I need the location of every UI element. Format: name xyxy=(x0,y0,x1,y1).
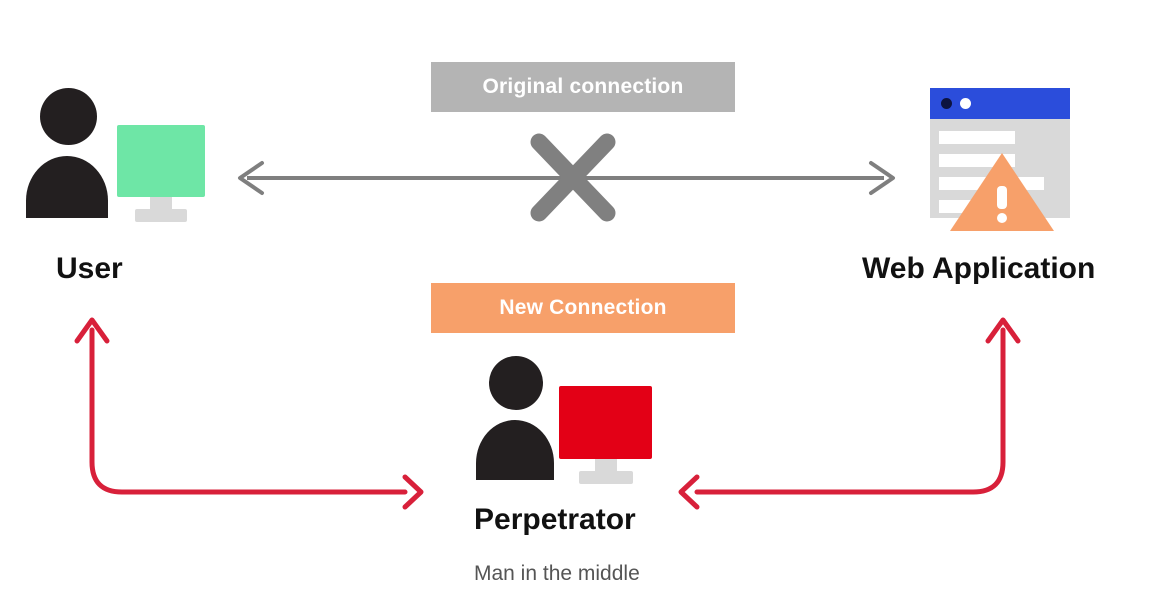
webapp-to-perpetrator-elbow-arrow xyxy=(678,317,1021,510)
user-monitor-icon xyxy=(117,125,205,222)
warning-exclamation-dot xyxy=(997,213,1007,223)
user-body-shape xyxy=(26,156,108,218)
perpetrator-monitor-icon xyxy=(559,386,652,484)
original-arrow-right-head xyxy=(869,161,895,195)
browser-dot-dark-icon xyxy=(941,98,952,109)
perpetrator-monitor-neck xyxy=(595,459,617,473)
perpetrator-head-shape xyxy=(489,356,543,410)
warning-triangle-icon xyxy=(950,153,1054,231)
warning-exclamation-stem xyxy=(997,186,1007,209)
perpetrator-sublabel: Man in the middle xyxy=(474,562,640,585)
user-monitor-neck xyxy=(150,197,172,211)
user-monitor-screen xyxy=(117,125,205,197)
browser-content-line xyxy=(939,131,1015,144)
user-to-perpetrator-elbow-arrow xyxy=(74,317,424,510)
new-connection-banner: New Connection xyxy=(431,283,735,333)
perpetrator-label: Perpetrator xyxy=(474,503,636,536)
left-elbow-up-arrowhead xyxy=(74,317,110,344)
user-person-icon xyxy=(26,88,108,218)
browser-dot-light-icon xyxy=(960,98,971,109)
perpetrator-person-icon xyxy=(476,356,554,480)
web-application-label: Web Application xyxy=(862,252,1096,285)
original-arrow-left-head xyxy=(238,161,264,195)
x-cross-icon xyxy=(530,133,616,222)
user-monitor-base xyxy=(135,209,187,222)
browser-title-bar xyxy=(930,88,1070,119)
user-label: User xyxy=(56,252,123,285)
original-connection-label: Original connection xyxy=(482,75,684,98)
perpetrator-monitor-screen xyxy=(559,386,652,459)
perpetrator-monitor-base xyxy=(579,471,633,484)
right-elbow-up-arrowhead xyxy=(985,317,1021,344)
user-head-shape xyxy=(40,88,97,145)
original-connection-arrow xyxy=(238,161,895,195)
original-connection-banner: Original connection xyxy=(431,62,735,112)
perpetrator-body-shape xyxy=(476,420,554,480)
left-elbow-right-arrowhead xyxy=(402,474,424,510)
new-connection-label: New Connection xyxy=(499,296,667,319)
right-elbow-left-arrowhead xyxy=(678,474,700,510)
